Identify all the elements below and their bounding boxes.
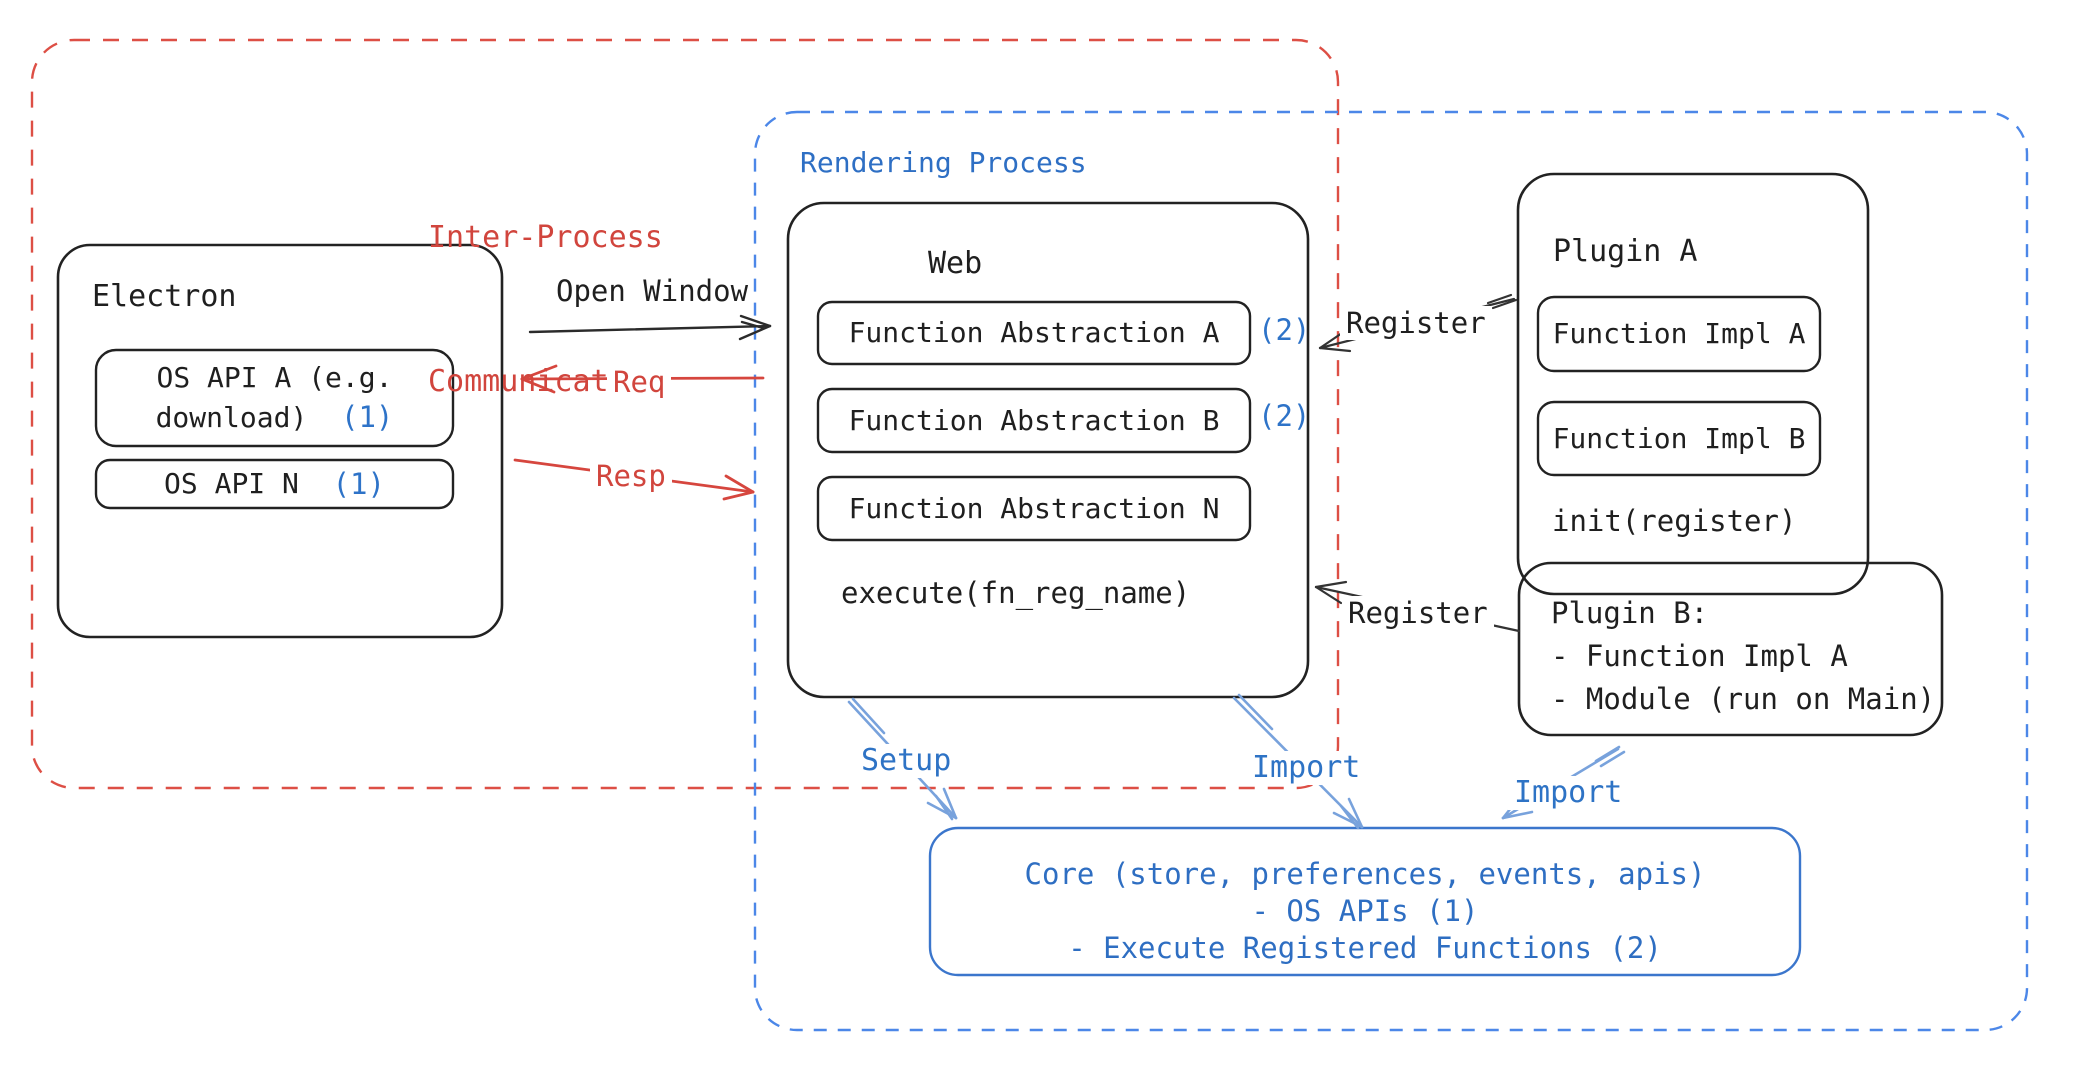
ipc-region-frame [30, 38, 1340, 790]
fn-impl-b-box [1536, 400, 1822, 477]
core-content: Core (store, preferences, events, apis) … [930, 856, 1800, 967]
fn-abstraction-a-box [816, 300, 1252, 366]
fn-abstraction-b-box [816, 387, 1252, 454]
plugin-b-line1: Plugin B: [1551, 596, 1709, 630]
os-api-a-content: OS API A (e.g. download) (1) [96, 350, 453, 446]
electron-title: Electron [92, 279, 237, 314]
fn-impl-b-text: Function Impl B [1552, 421, 1806, 455]
fn-impl-a-text: Function Impl A [1552, 317, 1806, 350]
open-window-label: Open Window [556, 274, 749, 308]
core-box [928, 826, 1802, 977]
os-api-n-tag: (1) [332, 467, 385, 501]
os-api-n-content: OS API N (1) [96, 460, 453, 508]
plugin-b-box [1517, 561, 1944, 737]
register-top-label: Register [1340, 306, 1492, 340]
core-line2: - OS APIs (1) [1251, 894, 1479, 928]
os-api-a-line2-text: download) [155, 401, 308, 434]
plugin-a-box [1516, 172, 1870, 596]
os-api-a-tag: (1) [341, 400, 394, 434]
os-api-n-box [94, 458, 455, 510]
resp-label: Resp [590, 459, 672, 493]
rendering-region-frame [753, 110, 2029, 1032]
ipc-region-title: Inter-Process Communication [428, 118, 663, 502]
os-api-a-line1: OS API A (e.g. [156, 361, 393, 394]
import-web-label: Import [1246, 751, 1367, 785]
plugin-b-line2: - Function Impl A [1551, 639, 1848, 673]
os-api-a-line2: download) (1) [156, 398, 394, 438]
import-plugin-label: Import [1508, 776, 1629, 810]
web-title: Web [928, 246, 983, 281]
plugin-a-title: Plugin A [1553, 234, 1698, 269]
execute-label: execute(fn_reg_name) [841, 576, 1191, 610]
fn-abstraction-a-text: Function Abstraction A [848, 316, 1220, 349]
core-line1: Core (store, preferences, events, apis) [1024, 857, 1706, 891]
os-api-n-text: OS API N [164, 467, 299, 500]
fn-impl-a-box [1536, 295, 1822, 373]
open-window-arrow [528, 314, 772, 341]
plugin-b-line3: - Module (run on Main) [1551, 682, 1936, 716]
fn-abstraction-n-box [816, 475, 1252, 542]
ipc-title-line1: Inter-Process [428, 220, 663, 255]
setup-label: Setup [855, 744, 958, 778]
electron-box [56, 243, 504, 639]
web-box [786, 201, 1310, 699]
fn-abstraction-b-tag: (2) [1258, 399, 1311, 433]
plugin-b-content: Plugin B: - Function Impl A - Module (ru… [1551, 592, 1935, 721]
fn-abstraction-n-text: Function Abstraction N [848, 491, 1220, 525]
rendering-region-title: Rendering Process [800, 146, 1087, 179]
fn-abstraction-b-text: Function Abstraction B [848, 403, 1220, 437]
os-api-a-box [94, 348, 455, 448]
plugin-a-init-label: init(register) [1552, 504, 1797, 538]
fn-abstraction-a-tag: (2) [1258, 313, 1311, 347]
req-label: Req [607, 365, 672, 399]
register-bottom-label: Register [1342, 596, 1494, 630]
core-line3: - Execute Registered Functions (2) [1068, 931, 1662, 965]
